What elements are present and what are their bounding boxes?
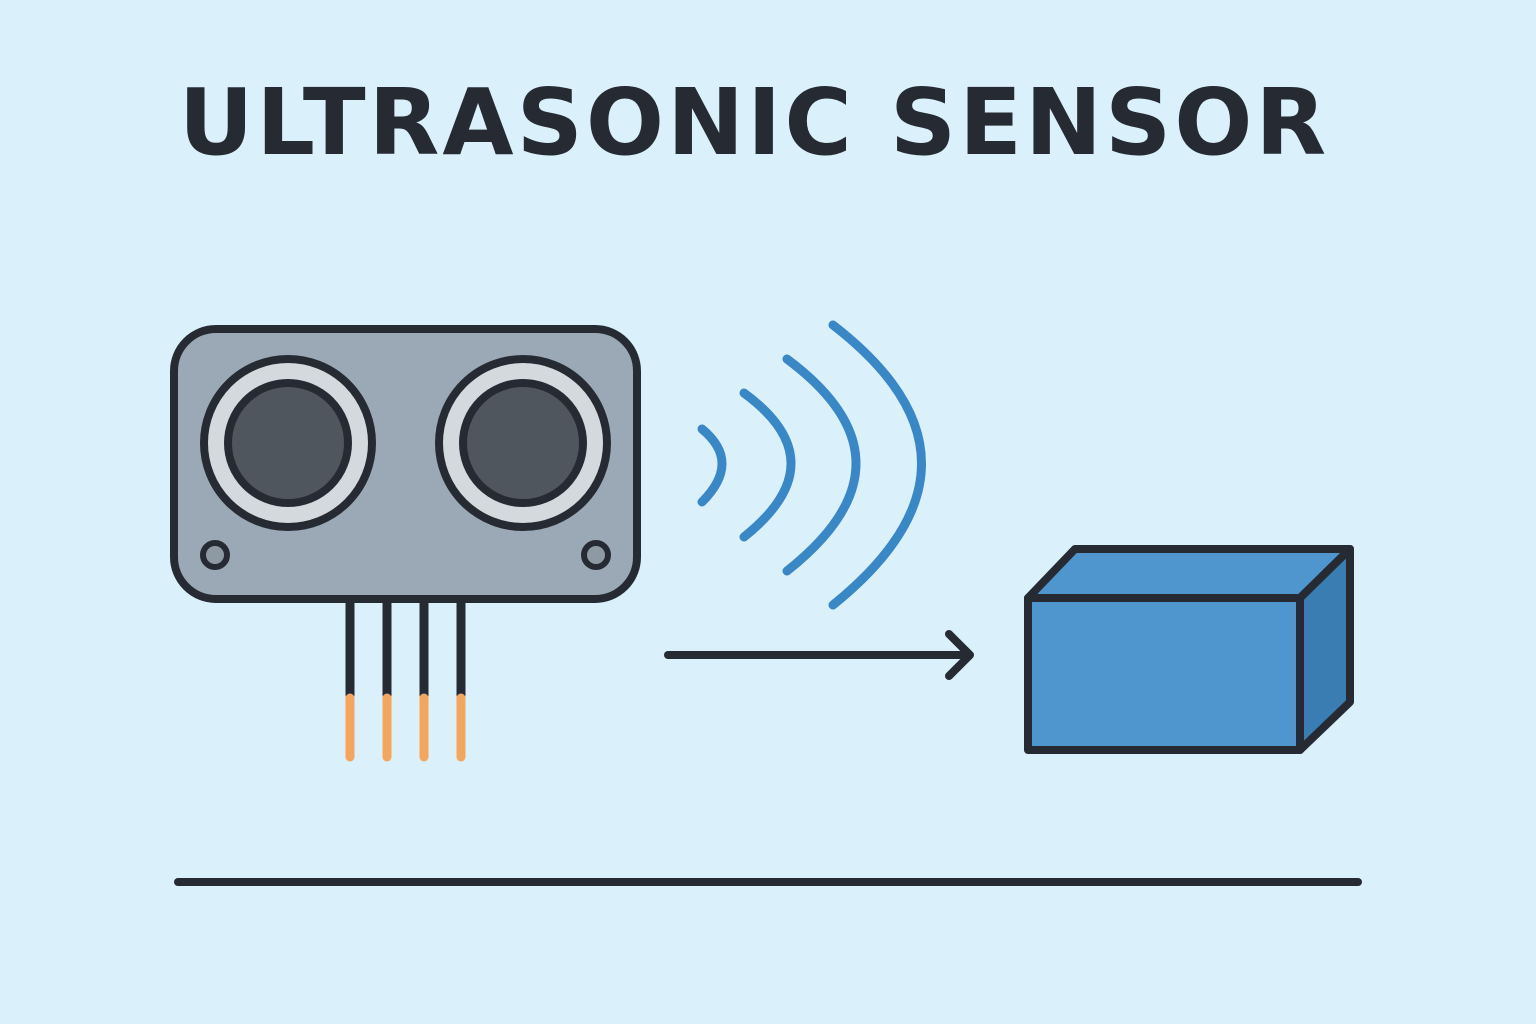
- sound-wave-icon: [697, 320, 926, 610]
- transducer-right: [435, 355, 611, 531]
- transducer-left: [200, 355, 376, 531]
- object-box-icon: [1024, 545, 1354, 754]
- sound-wave-arc: [697, 424, 727, 507]
- sound-wave-arc: [828, 320, 926, 610]
- ultrasonic-sensor-icon: [170, 325, 641, 603]
- mounting-hole-left: [200, 540, 230, 570]
- mounting-hole-right: [581, 540, 611, 570]
- arrow-right-icon: [664, 630, 974, 680]
- sound-wave-arc: [782, 354, 861, 576]
- sensor-pins: [345, 595, 466, 762]
- box-top-face: [1024, 545, 1354, 602]
- box-front-face: [1024, 594, 1304, 754]
- diagram-title: ULTRASONIC SENSOR: [178, 69, 1330, 176]
- sound-wave-arc: [739, 388, 796, 542]
